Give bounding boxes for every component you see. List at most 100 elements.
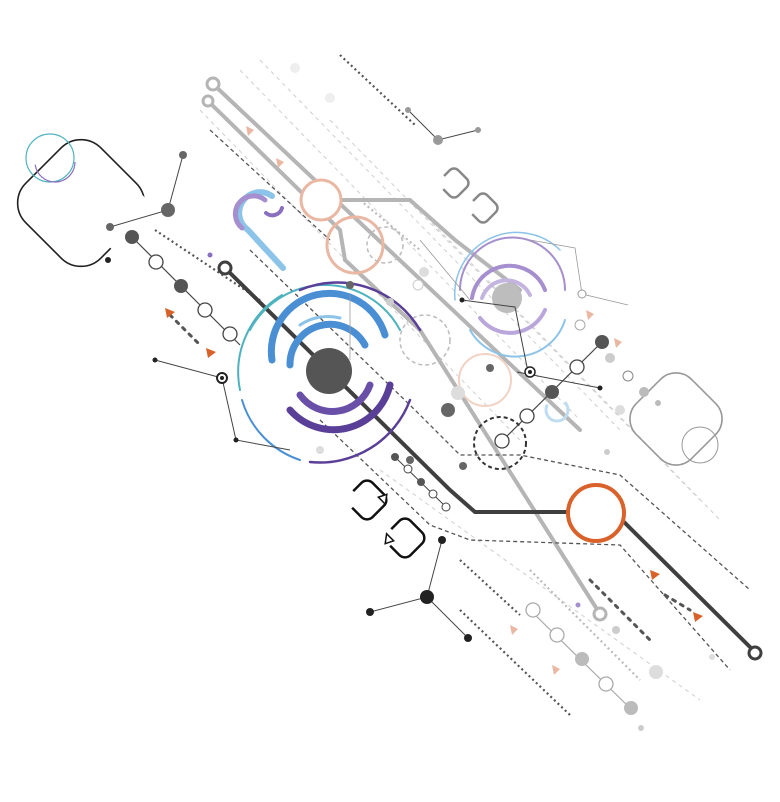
dashed-circle (399, 314, 451, 366)
refresh-arrow-icon (384, 517, 426, 559)
main-target (237, 281, 422, 464)
node (366, 608, 374, 616)
rail-end-ring (217, 260, 233, 276)
dashed-circle (366, 226, 404, 264)
node (161, 203, 175, 217)
node (290, 63, 300, 73)
node (475, 127, 481, 133)
node (391, 453, 399, 461)
node (417, 478, 425, 486)
node (649, 665, 663, 679)
node (152, 357, 158, 363)
node (412, 279, 424, 291)
right-target (454, 231, 566, 358)
main-hub (306, 348, 352, 394)
node (494, 433, 510, 449)
node (403, 464, 413, 474)
node (441, 502, 451, 512)
orange-ring (566, 483, 626, 543)
orange-triangles (165, 308, 703, 622)
node (577, 289, 587, 299)
node (605, 353, 615, 363)
node (604, 449, 610, 455)
peach-triangles (246, 126, 622, 675)
node (346, 281, 354, 289)
frame-gray-arc (681, 426, 719, 464)
node (222, 326, 238, 342)
node (545, 385, 559, 399)
node (639, 387, 649, 397)
refresh-arrow-icon (438, 167, 470, 199)
dashed-circle (473, 416, 527, 470)
node (709, 654, 715, 660)
refresh-arrow-icon (346, 479, 388, 521)
node (624, 701, 638, 715)
node (575, 652, 589, 666)
node (125, 230, 139, 244)
node (106, 223, 114, 231)
node (406, 456, 414, 464)
hook-shape (236, 189, 286, 271)
node (525, 602, 541, 618)
node (569, 359, 585, 375)
node (622, 370, 634, 382)
node (597, 385, 603, 391)
node (233, 437, 239, 443)
rail-end-ring (747, 645, 763, 661)
node (451, 386, 465, 400)
refresh-arrow-icon (467, 192, 499, 224)
node (519, 408, 535, 424)
node (459, 297, 465, 303)
node (438, 536, 446, 544)
node-chain-left (131, 236, 241, 346)
peach-ring-faint (458, 353, 512, 407)
node (441, 403, 455, 417)
node (197, 302, 213, 318)
node (615, 405, 625, 415)
hook-shape-purple (264, 206, 284, 218)
dashed-outlines (209, 129, 751, 671)
rail-end-ring (205, 76, 221, 92)
node (598, 676, 614, 692)
hook-shape-purple (232, 193, 268, 231)
faint-blue-ring (544, 397, 570, 423)
node (464, 634, 472, 642)
rounded-frame (629, 372, 723, 466)
node (459, 462, 467, 470)
node (528, 370, 532, 374)
rail-end-ring (201, 94, 215, 108)
node (207, 252, 213, 258)
connector-graphs-light (349, 239, 629, 360)
node (612, 626, 620, 634)
node (316, 446, 324, 454)
peach-ring (325, 215, 385, 275)
hatch-stripes-light (359, 199, 641, 681)
node (428, 489, 438, 499)
connector-graphs (109, 109, 601, 639)
node (220, 376, 224, 380)
node (433, 135, 443, 145)
node (638, 725, 644, 731)
hatch-stripes (154, 54, 571, 716)
node (486, 364, 494, 372)
node (105, 257, 111, 263)
node (386, 298, 394, 306)
node (549, 627, 565, 643)
dark-rail-lower (620, 518, 757, 654)
node (419, 267, 429, 277)
node (148, 254, 164, 270)
rail-end-ring (592, 606, 608, 622)
node (405, 107, 411, 113)
node (174, 279, 188, 293)
node (420, 590, 434, 604)
frame-purple-arc (34, 141, 76, 183)
peach-ring (299, 178, 343, 222)
right-hub (492, 283, 522, 313)
node (575, 602, 581, 608)
node (655, 400, 661, 406)
node (325, 93, 335, 103)
dotted-lines (168, 313, 692, 642)
node (574, 319, 586, 331)
node (179, 151, 187, 159)
